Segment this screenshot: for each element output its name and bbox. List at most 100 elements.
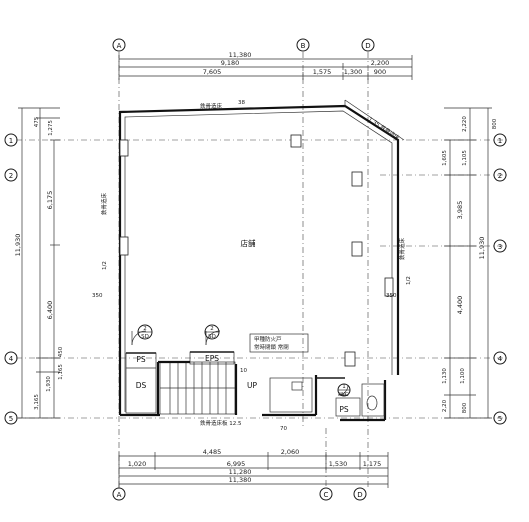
note-bottom-small: 70 <box>280 426 287 432</box>
svg-text:4,485: 4,485 <box>203 448 222 456</box>
toilet-fixture <box>366 395 378 411</box>
svg-text:1,930: 1,930 <box>46 376 52 392</box>
note-left-wall: 鉄骨造床 <box>100 192 108 215</box>
grid-bubble-right-3: 3 <box>493 239 507 253</box>
svg-text:1,605: 1,605 <box>442 150 448 166</box>
grid-bubble-left-1: 1 <box>4 133 18 147</box>
svg-text:7,605: 7,605 <box>203 68 222 76</box>
svg-text:1,275: 1,275 <box>48 120 54 136</box>
grid-bubble-left-5: 5 <box>4 411 18 425</box>
note-top-wall-2: 38 <box>238 100 245 106</box>
svg-text:1,105: 1,105 <box>462 150 468 166</box>
svg-text:2,060: 2,060 <box>281 448 300 456</box>
door-tag-wc: 1 WC <box>337 383 351 398</box>
room-label-ps-left: PS <box>136 355 146 364</box>
stair-treads <box>160 362 235 414</box>
note-top-wall: 鉄骨造床 <box>200 102 223 110</box>
note-inner-d: 10 <box>240 368 247 374</box>
svg-text:11,380: 11,380 <box>229 51 252 59</box>
svg-text:甲種防火戸: 甲種防火戸 <box>254 335 282 343</box>
svg-text:5: 5 <box>9 415 13 423</box>
grid-bubble-right-4: 4 <box>493 351 507 365</box>
svg-text:11,280: 11,280 <box>229 468 252 476</box>
svg-text:1: 1 <box>342 384 346 390</box>
svg-text:2,220: 2,220 <box>462 116 468 132</box>
svg-text:1: 1 <box>498 137 502 145</box>
note-inner-a: 1/2 <box>102 261 108 270</box>
dimension-left: 475 1,275 6,175 11,930 6,400 450 1,165 1… <box>14 107 64 419</box>
svg-text:2: 2 <box>210 326 214 332</box>
svg-text:3,165: 3,165 <box>34 394 40 410</box>
note-inner-c: 350 <box>386 293 397 299</box>
interior-partitions <box>125 351 385 417</box>
exterior-walls <box>118 99 405 422</box>
svg-text:A: A <box>117 491 122 499</box>
svg-text:900: 900 <box>374 68 386 76</box>
svg-text:1,175: 1,175 <box>363 460 382 468</box>
svg-text:D: D <box>357 491 362 499</box>
svg-text:1,530: 1,530 <box>329 460 348 468</box>
grid-bubble-left-2: 2 <box>4 168 18 182</box>
svg-text:1,020: 1,020 <box>128 460 147 468</box>
dimension-bottom: 4,485 2,060 1,020 6,995 1,530 1,175 11,2… <box>118 448 389 488</box>
room-label-main: 店舗 <box>241 238 256 248</box>
svg-text:11,930: 11,930 <box>14 234 22 257</box>
grid-bubble-right-2: 2 <box>493 168 507 182</box>
svg-text:WC: WC <box>339 392 348 398</box>
door-swings <box>131 330 349 396</box>
door-tag-sd-mid: 2 SD <box>204 324 220 340</box>
svg-text:6,175: 6,175 <box>46 191 54 210</box>
svg-text:4: 4 <box>9 355 14 363</box>
svg-text:1: 1 <box>9 137 13 145</box>
svg-text:800: 800 <box>492 118 498 129</box>
svg-text:1,165: 1,165 <box>58 364 64 380</box>
grid-bubble-right-1: 1 <box>493 133 507 147</box>
svg-text:4,400: 4,400 <box>456 296 464 315</box>
note-right-wall: 鉄骨造床 <box>398 237 406 260</box>
columns <box>119 134 394 367</box>
note-bottom-wall: 鉄骨造床板 12.5 <box>200 419 242 427</box>
grid-lines <box>16 52 510 488</box>
svg-text:1,300: 1,300 <box>344 68 363 76</box>
grid-bubble-top-B: B <box>296 38 310 52</box>
svg-text:2,20: 2,20 <box>442 399 448 412</box>
note-inner-b: 350 <box>92 293 103 299</box>
svg-text:9,180: 9,180 <box>221 59 240 67</box>
svg-text:11,380: 11,380 <box>229 476 252 484</box>
grid-bubble-top-A: A <box>112 38 126 52</box>
svg-text:1,100: 1,100 <box>460 368 466 384</box>
note-inner-e: 1/2 <box>406 276 412 285</box>
svg-text:450: 450 <box>58 346 64 357</box>
svg-text:D: D <box>365 42 370 50</box>
room-label-eps: EPS <box>205 354 219 363</box>
svg-text:SD: SD <box>208 334 216 340</box>
svg-text:3: 3 <box>498 243 502 251</box>
svg-text:SD: SD <box>141 334 149 340</box>
grid-bubble-bottom-A: A <box>112 487 126 501</box>
svg-text:2: 2 <box>143 326 147 332</box>
dimension-top: 11,380 9,180 2,200 7,605 1,575 1,300 900 <box>118 51 413 80</box>
svg-text:5: 5 <box>498 415 502 423</box>
room-label-ds: DS <box>136 381 147 390</box>
svg-text:2: 2 <box>9 172 13 180</box>
svg-text:6,400: 6,400 <box>46 301 54 320</box>
svg-text:C: C <box>324 491 329 499</box>
svg-text:475: 475 <box>34 116 40 127</box>
sink-fixture <box>291 381 303 391</box>
room-label-ps-right: PS <box>339 405 349 414</box>
svg-text:常時閉鎖 常閉: 常時閉鎖 常閉 <box>254 343 289 351</box>
door-tag-sd-left: 2 SD <box>137 324 153 340</box>
svg-text:2: 2 <box>498 172 502 180</box>
svg-text:3,985: 3,985 <box>456 201 464 220</box>
svg-text:B: B <box>301 42 306 50</box>
grid-bubble-bottom-C: C <box>319 487 333 501</box>
room-label-up: UP <box>247 381 257 390</box>
svg-text:6,995: 6,995 <box>227 460 246 468</box>
svg-text:800: 800 <box>462 402 468 413</box>
dimension-right: 2,220 800 1,605 1,105 3,985 11,930 4,400… <box>442 107 498 419</box>
grid-bubble-right-5: 5 <box>493 411 507 425</box>
svg-text:11,930: 11,930 <box>478 237 486 260</box>
svg-text:4: 4 <box>498 355 503 363</box>
svg-text:1,575: 1,575 <box>313 68 332 76</box>
